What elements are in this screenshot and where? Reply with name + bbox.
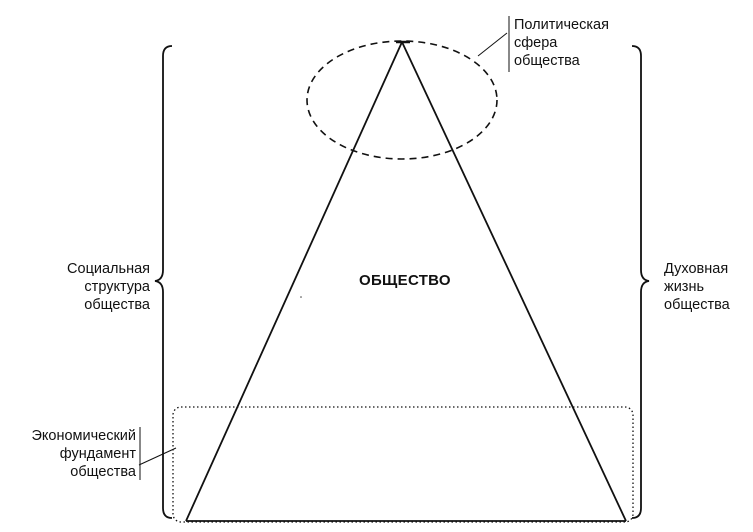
society-title: ОБЩЕСТВО bbox=[359, 272, 451, 289]
right-brace bbox=[631, 45, 650, 519]
scan-dot bbox=[300, 296, 302, 298]
social-line-1: Социальная bbox=[67, 261, 150, 277]
economic-line-2: фундамент bbox=[59, 446, 136, 462]
economic-line-3: общества bbox=[70, 464, 136, 480]
spiritual-line-2: жизнь bbox=[664, 279, 705, 295]
economic-foundation-rect bbox=[172, 406, 634, 523]
social-line-2: структура bbox=[84, 279, 150, 295]
political-leader-line bbox=[477, 32, 508, 57]
political-line-3: общества bbox=[514, 53, 580, 69]
political-sphere-label: Политическая сфера общества bbox=[514, 16, 609, 70]
political-sphere-ellipse bbox=[306, 40, 498, 160]
society-triangle bbox=[185, 40, 627, 522]
left-brace bbox=[154, 45, 173, 519]
spiritual-line-1: Духовная bbox=[664, 261, 729, 277]
political-line-2: сфера bbox=[514, 35, 558, 51]
social-structure-label: Социальная структура общества bbox=[40, 260, 150, 314]
political-line-1: Политическая bbox=[514, 17, 609, 33]
spiritual-life-label: Духовная жизнь общества bbox=[664, 260, 730, 314]
spiritual-line-3: общества bbox=[664, 297, 730, 313]
economic-line-1: Экономический bbox=[31, 428, 136, 444]
economic-foundation-label: Экономический фундамент общества bbox=[0, 427, 136, 481]
social-line-3: общества bbox=[84, 297, 150, 313]
economic-leader-line bbox=[138, 447, 177, 466]
